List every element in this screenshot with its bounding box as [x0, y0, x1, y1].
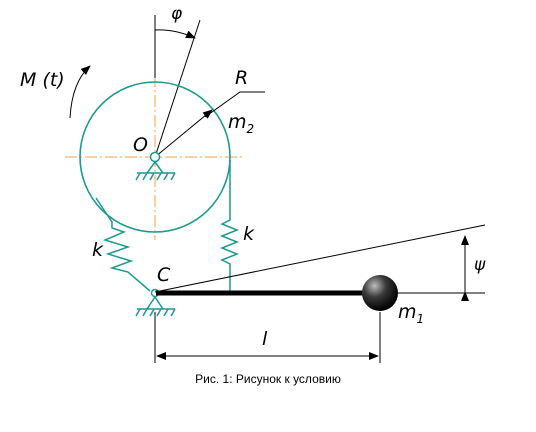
mass-m1-ball — [362, 275, 398, 311]
label-moment: M (t) — [20, 69, 65, 91]
disk — [79, 81, 231, 233]
label-length: l — [262, 328, 268, 350]
psi-inclined-line — [154, 224, 486, 293]
radius-arrow — [154, 109, 213, 158]
label-spring-left: k — [92, 239, 104, 261]
moment-arrow — [69, 65, 91, 119]
spring-right — [219, 160, 240, 293]
phi-inclined-line — [154, 19, 201, 158]
label-center-o: O — [133, 134, 148, 156]
radius-leader — [204, 91, 265, 118]
pivot-o — [135, 151, 176, 181]
label-point-c: C — [157, 264, 171, 286]
label-phi: φ — [171, 4, 183, 24]
label-radius: R — [235, 67, 248, 89]
label-m2: m2 — [228, 111, 254, 136]
label-psi: ψ — [474, 255, 486, 275]
phi-arc — [154, 29, 196, 39]
figure-caption: Рис. 1: Рисунок к условию — [195, 372, 341, 386]
length-dimension — [154, 312, 381, 363]
label-spring-right: k — [243, 223, 255, 245]
spring-left — [95, 197, 151, 292]
label-m1: m1 — [398, 301, 424, 326]
